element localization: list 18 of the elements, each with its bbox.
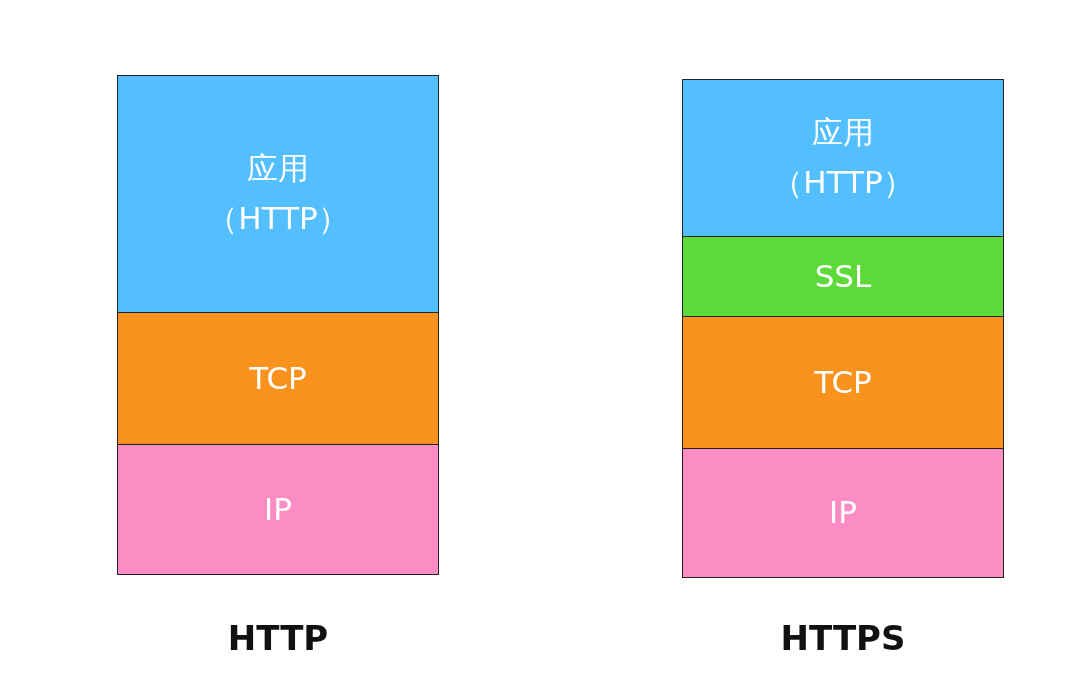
layer-label: （HTTP）	[772, 163, 914, 202]
protocol-layer-box	[117, 444, 439, 575]
layer-label: TCP	[249, 358, 307, 398]
layer-label: （HTTP）	[207, 199, 349, 238]
protocol-layer-box	[682, 316, 1004, 449]
protocol-layer-box	[682, 448, 1004, 578]
layer-label: 应用	[812, 113, 874, 153]
protocol-layer-box	[682, 79, 1004, 237]
layer-label: TCP	[814, 362, 872, 402]
protocol-layer-box	[117, 75, 439, 313]
layer-label: 应用	[247, 149, 309, 189]
stack-caption: HTTP	[227, 618, 329, 658]
layer-label: IP	[264, 489, 292, 529]
protocol-layer-box	[682, 236, 1004, 317]
protocol-layer-box	[117, 312, 439, 445]
layer-label: IP	[829, 493, 857, 533]
stack-caption: HTTPS	[780, 618, 906, 658]
layer-label: SSL	[814, 256, 872, 296]
